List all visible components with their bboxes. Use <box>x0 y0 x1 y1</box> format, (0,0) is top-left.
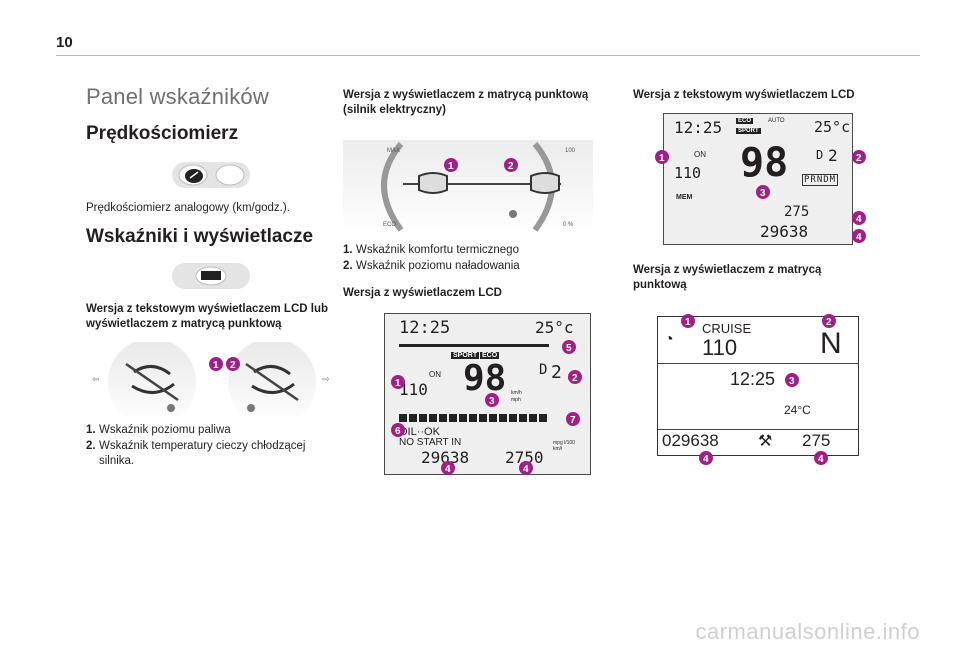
speedometer-image <box>172 162 250 188</box>
speedometer-heading: Prędkościomierz <box>86 123 239 144</box>
svg-text:7: 7 <box>570 415 576 426</box>
fuel-temperature-gauges-image: ⇦ ⇨ 1 2 <box>86 342 338 416</box>
gauge-label-max: MAX <box>387 148 400 154</box>
svg-text:4: 4 <box>856 232 862 243</box>
lcd-start-message: NO START IN <box>399 437 462 448</box>
lcd-consumption-units: mpg l/100 km/l <box>553 440 575 452</box>
text-lcd-eco: ECO <box>736 118 754 124</box>
lcd-cruise-speed: 110 <box>399 380 428 399</box>
text-lcd-auto: AUTO <box>768 118 785 124</box>
svg-text:1: 1 <box>448 161 454 172</box>
lcd-mode-sport: SPORT <box>451 352 480 359</box>
gauge-label-zero: 0 % <box>563 222 574 228</box>
electric-gauges-image: MAX 100 ECO 0 % 1 2 <box>343 140 593 236</box>
svg-text:1: 1 <box>213 360 219 371</box>
matrix-time: 12:25 <box>730 369 776 389</box>
svg-text:4: 4 <box>856 214 862 225</box>
gauge-label-100: 100 <box>565 148 576 154</box>
text-lcd-display-image: 12:25 ECO SPORT AUTO 25°c ON 110 98 D 2 … <box>663 113 853 245</box>
section-title: Panel wskaźników <box>86 84 269 109</box>
lcd-odometer: 29638 <box>421 448 470 467</box>
text-lcd-odometer: 29638 <box>760 222 809 241</box>
list-item: 2.Wskaźnik poziomu naładowania <box>343 259 520 272</box>
lcd-gear: D <box>539 362 548 378</box>
matrix-cruise-speed: 110 <box>702 335 738 360</box>
svg-text:1: 1 <box>395 378 401 389</box>
text-lcd-cruise-speed: 110 <box>674 164 702 182</box>
svg-text:3: 3 <box>489 396 495 407</box>
list-item: 2.Wskaźnik temperatury cieczy chłodzącej… <box>86 439 306 468</box>
lcd-display-image: 12:25 25°c SPORT ECO ON 110 98 km/h mph … <box>384 313 591 475</box>
svg-text:⇦: ⇦ <box>92 375 100 385</box>
svg-text:3: 3 <box>760 188 766 199</box>
svg-text:1: 1 <box>659 153 665 164</box>
lcd-trip: 2750 <box>505 448 544 467</box>
lcd-version-subheading: Wersja z tekstowym wyświetlaczem LCD lub… <box>86 303 329 330</box>
lcd-speed: 98 <box>463 358 507 399</box>
text-lcd-trip: 275 <box>784 204 810 220</box>
col2-legend-list: 1.Wskaźnik komfortu termicznego 2.Wskaźn… <box>343 243 593 274</box>
text-lcd-callouts: 1 2 3 4 4 <box>655 150 866 243</box>
gauge-label-eco: ECO <box>383 222 396 228</box>
svg-text:6: 6 <box>395 426 401 437</box>
page-number: 10 <box>56 34 73 51</box>
matrix-temp: 24°C <box>784 403 811 417</box>
svg-text:2: 2 <box>572 373 578 384</box>
lcd-speed-unit-km: km/h <box>511 390 522 396</box>
col1-legend-list: 1.Wskaźnik poziomu paliwa 2.Wskaźnik tem… <box>86 423 326 470</box>
matrix-display-image: CRUISE ◔ 110 N 12:25 24°C 029638 ⚒ 275 <box>657 316 859 456</box>
matrix-service: 275 <box>802 431 831 450</box>
indicators-image <box>172 263 250 289</box>
cruise-gauge-icon: ◔ <box>664 331 674 348</box>
text-lcd-sport: SPORT <box>736 128 761 134</box>
lcd-progress-bar <box>399 414 547 422</box>
lcd-gear-number: 2 <box>551 362 562 383</box>
electric-version-subheading: Wersja z wyświetlaczem z matrycą punktow… <box>343 89 589 116</box>
text-lcd-gear-number: 2 <box>828 146 838 165</box>
svg-text:1: 1 <box>685 317 691 328</box>
text-lcd-speed: 98 <box>740 140 789 186</box>
svg-text:2: 2 <box>508 161 514 172</box>
svg-text:⇨: ⇨ <box>322 375 330 385</box>
svg-text:4: 4 <box>523 464 529 475</box>
svg-text:3: 3 <box>789 376 795 387</box>
text-lcd-gear: D <box>816 148 824 162</box>
svg-text:5: 5 <box>566 343 572 354</box>
lcd-subheading: Wersja z wyświetlaczem LCD <box>343 287 502 299</box>
text-lcd-gear-selector: PRNDM <box>802 174 839 186</box>
svg-text:4: 4 <box>818 454 824 465</box>
text-lcd-cruise-on: ON <box>694 150 706 159</box>
text-lcd-temp: 25°c <box>814 118 851 136</box>
lcd-oil-message: OIL··OK <box>399 426 440 438</box>
lcd-time: 12:25 <box>399 318 451 338</box>
lcd-mode-eco: ECO <box>480 352 500 359</box>
svg-text:2: 2 <box>230 360 236 371</box>
svg-text:4: 4 <box>703 454 709 465</box>
text-lcd-mem: MEM <box>676 194 693 201</box>
lcd-cruise-on: ON <box>429 370 441 379</box>
text-lcd-heading: Wersja z tekstowym wyświetlaczem LCD <box>633 89 855 101</box>
matrix-callouts: 1 2 3 4 4 <box>681 314 836 465</box>
speedometer-caption: Prędkościomierz analogowy (km/godz.). <box>86 202 290 214</box>
lcd-speed-unit-mph: mph <box>511 397 521 403</box>
indicators-heading: Wskaźniki i wyświetlacze <box>86 226 314 247</box>
matrix-gear: N <box>820 327 842 360</box>
svg-text:2: 2 <box>826 317 832 328</box>
text-lcd-time: 12:25 <box>674 118 723 137</box>
list-item: 1.Wskaźnik komfortu termicznego <box>343 244 519 256</box>
watermark: carmanualsonline.info <box>695 619 920 644</box>
matrix-heading: Wersja z wyświetlaczem z matrycą punktow… <box>633 264 822 291</box>
lcd-callouts: 5 2 1 3 7 6 4 4 <box>391 340 582 475</box>
lcd-bar <box>399 344 549 347</box>
header-divider <box>56 55 920 56</box>
list-item: 1.Wskaźnik poziomu paliwa <box>86 424 231 436</box>
lcd-temp: 25°c <box>535 318 574 337</box>
svg-text:4: 4 <box>445 464 451 475</box>
matrix-cruise-label: CRUISE <box>702 321 752 336</box>
wrench-icon: ⚒ <box>758 433 773 450</box>
matrix-odometer: 029638 <box>662 431 719 450</box>
svg-text:2: 2 <box>856 153 862 164</box>
